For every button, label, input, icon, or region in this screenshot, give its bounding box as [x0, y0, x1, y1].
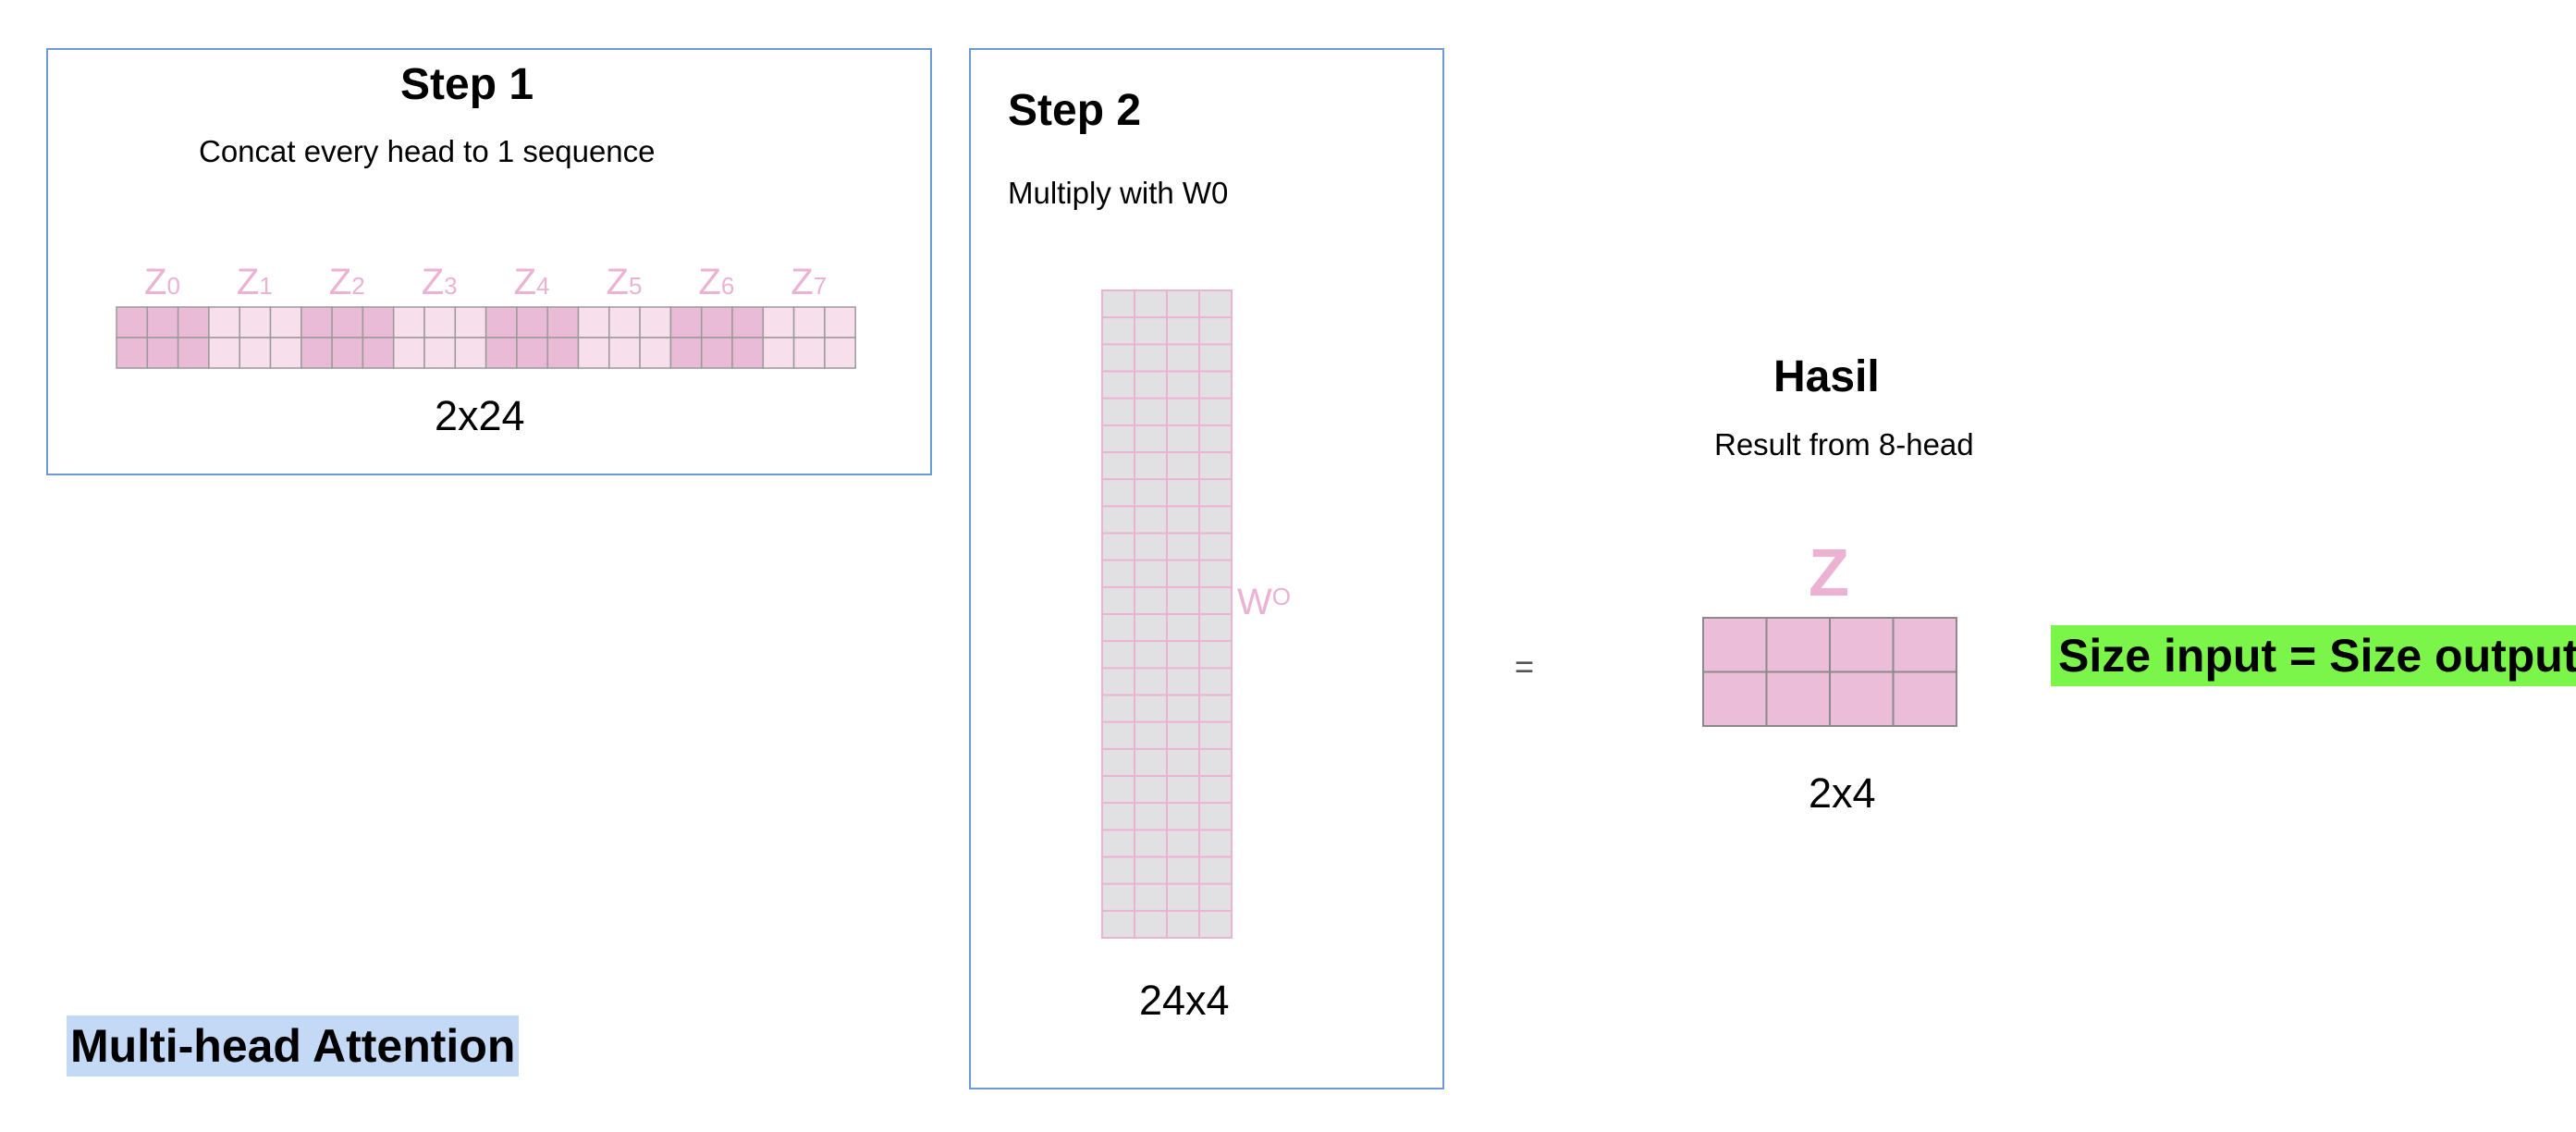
concat-cell [577, 306, 610, 338]
concat-cell [362, 306, 395, 338]
concat-cell [669, 337, 703, 369]
result-subtitle: Result from 8-head [1714, 427, 1974, 461]
concat-cell [762, 337, 795, 369]
step2-dimension: 24x4 [1139, 977, 1230, 1024]
concat-cell [485, 306, 518, 338]
concat-cell [301, 337, 333, 369]
result-title: Hasil [1773, 352, 1880, 401]
result-matrix: Z [1702, 536, 1957, 727]
concat-cell [762, 306, 795, 338]
concat-cell [239, 337, 272, 369]
step1-title: Step 1 [400, 60, 534, 109]
concat-cell [669, 306, 703, 338]
concat-matrix: Z0 Z1 Z2 Z3 Z4 Z5 Z6 Z7 [116, 262, 856, 369]
page-title: Multi-head Attention [67, 1015, 520, 1077]
step1-panel [46, 48, 932, 475]
result-cell [1829, 671, 1895, 727]
concat-cell [392, 306, 425, 338]
head-label: Z4 [514, 262, 550, 302]
equals-sign: = [1515, 647, 1535, 685]
concat-cell [239, 306, 272, 338]
result-cell [1765, 617, 1831, 673]
concat-cell [700, 337, 733, 369]
result-cell [1702, 671, 1768, 727]
head-label: Z1 [237, 262, 273, 302]
concat-cell [608, 306, 641, 338]
concat-cell [577, 337, 610, 369]
concat-cell [546, 337, 580, 369]
concat-cell [362, 337, 395, 369]
concat-cell [485, 337, 518, 369]
step1-subtitle: Concat every head to 1 sequence [199, 134, 656, 168]
concat-cell [116, 306, 149, 338]
head-label: Z6 [698, 262, 734, 302]
concat-cell [516, 306, 548, 338]
step2-panel [969, 48, 1444, 1089]
weight-label: WO [1237, 582, 1291, 622]
concat-cell [454, 306, 487, 338]
result-cell [1892, 617, 1957, 673]
head-label: Z5 [607, 262, 643, 302]
concat-cell [301, 306, 333, 338]
head-label: Z2 [329, 262, 365, 302]
result-cell [1765, 671, 1831, 727]
head-label: Z3 [422, 262, 458, 302]
step2-title: Step 2 [1008, 86, 1142, 135]
result-cell [1702, 617, 1768, 673]
concat-cell [639, 337, 672, 369]
concat-cell [392, 337, 425, 369]
step2-subtitle: Multiply with W0 [1008, 176, 1229, 210]
concat-cell [792, 306, 826, 338]
concat-cell [116, 337, 149, 369]
head-label: Z7 [791, 262, 827, 302]
concat-cell [792, 337, 826, 369]
concat-cell [177, 306, 210, 338]
concat-cell [639, 306, 672, 338]
concat-cell [454, 337, 487, 369]
result-dimension: 2x4 [1809, 769, 1876, 817]
step1-dimension: 2x24 [435, 392, 525, 439]
size-note-badge: Size input = Size output [2051, 625, 2576, 686]
concat-cell [516, 337, 548, 369]
concat-cell [546, 306, 580, 338]
result-matrix-label: Z [1809, 536, 1849, 610]
concat-cell [700, 306, 733, 338]
concat-cell [177, 337, 210, 369]
result-cell [1829, 617, 1895, 673]
concat-cell [146, 337, 179, 369]
result-cell [1892, 671, 1957, 727]
concat-cell [208, 337, 240, 369]
concat-cell [731, 337, 765, 369]
concat-cell [146, 306, 179, 338]
concat-cell [269, 306, 302, 338]
concat-cell [824, 306, 856, 338]
concat-cell [824, 337, 856, 369]
concat-cell [208, 306, 240, 338]
head-label: Z0 [144, 262, 180, 302]
concat-cell [423, 337, 457, 369]
concat-cell [331, 306, 364, 338]
concat-cell [331, 337, 364, 369]
concat-cell [731, 306, 765, 338]
concat-cell [423, 306, 457, 338]
concat-cell [269, 337, 302, 369]
weight-matrix: WO [1101, 289, 1291, 939]
concat-cell [608, 337, 641, 369]
